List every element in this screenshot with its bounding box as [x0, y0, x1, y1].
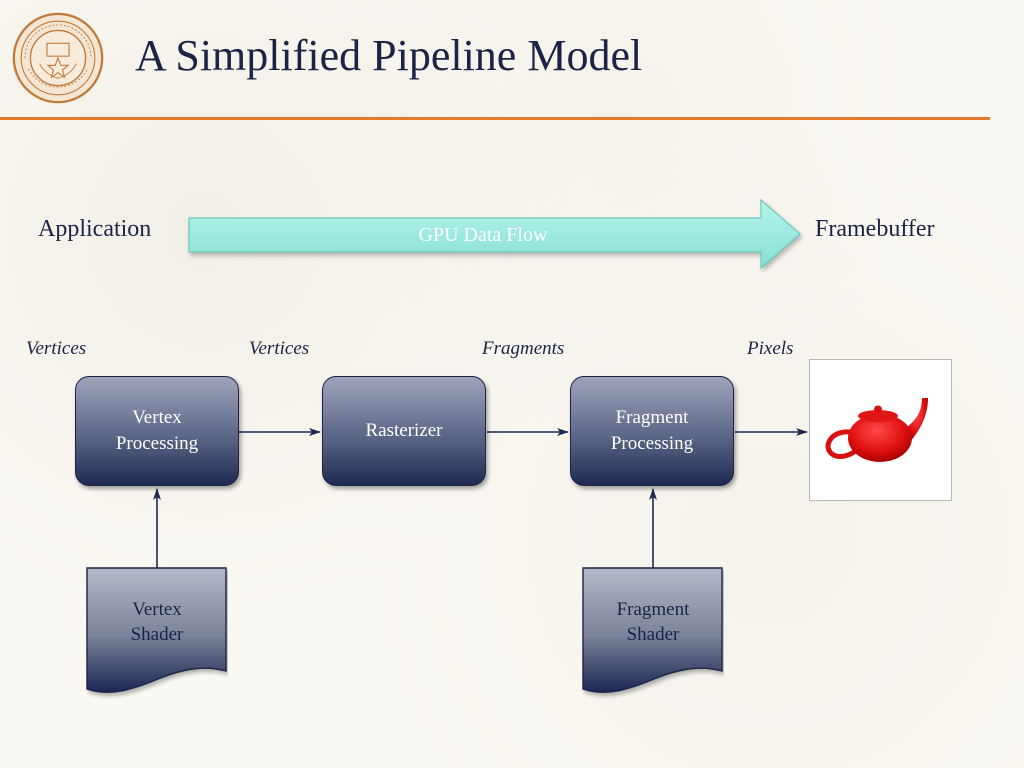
fragment-shader-label: Fragment Shader — [583, 597, 723, 647]
fragment-shader-document — [582, 567, 723, 693]
vertex-shader-label: Vertex Shader — [87, 597, 227, 647]
shader-line2: Shader — [130, 624, 184, 645]
data-tag-pixels: Pixels — [747, 338, 794, 359]
shader-line2: Shader — [626, 624, 680, 645]
stage-line2: Processing — [115, 433, 199, 454]
rasterizer-stage: Rasterizer — [322, 376, 486, 486]
stage-line2: Processing — [610, 433, 694, 454]
stage-line1: Vertex — [132, 407, 182, 428]
gpu-data-flow-label: GPU Data Flow — [418, 224, 548, 246]
page-title: A Simplified Pipeline Model — [135, 31, 643, 80]
gpu-data-flow-arrow — [188, 198, 801, 270]
stage-line1: Rasterizer — [365, 420, 443, 441]
shader-line1: Vertex — [132, 599, 182, 620]
data-tag-vertices-in: Vertices — [26, 338, 87, 359]
framebuffer-label: Framebuffer — [815, 216, 935, 242]
fragment-processing-stage: Fragment Processing — [570, 376, 734, 486]
title-divider — [0, 117, 990, 120]
stage-line1: Fragment — [615, 407, 689, 428]
university-seal-icon — [12, 12, 104, 104]
data-tag-fragments: Fragments — [482, 338, 565, 359]
vertex-processing-stage: Vertex Processing — [75, 376, 239, 486]
data-tag-vertices-out: Vertices — [249, 338, 310, 359]
application-label: Application — [38, 216, 152, 242]
vertex-shader-document — [86, 567, 227, 693]
teapot-icon — [825, 398, 928, 462]
shader-line1: Fragment — [616, 599, 690, 620]
